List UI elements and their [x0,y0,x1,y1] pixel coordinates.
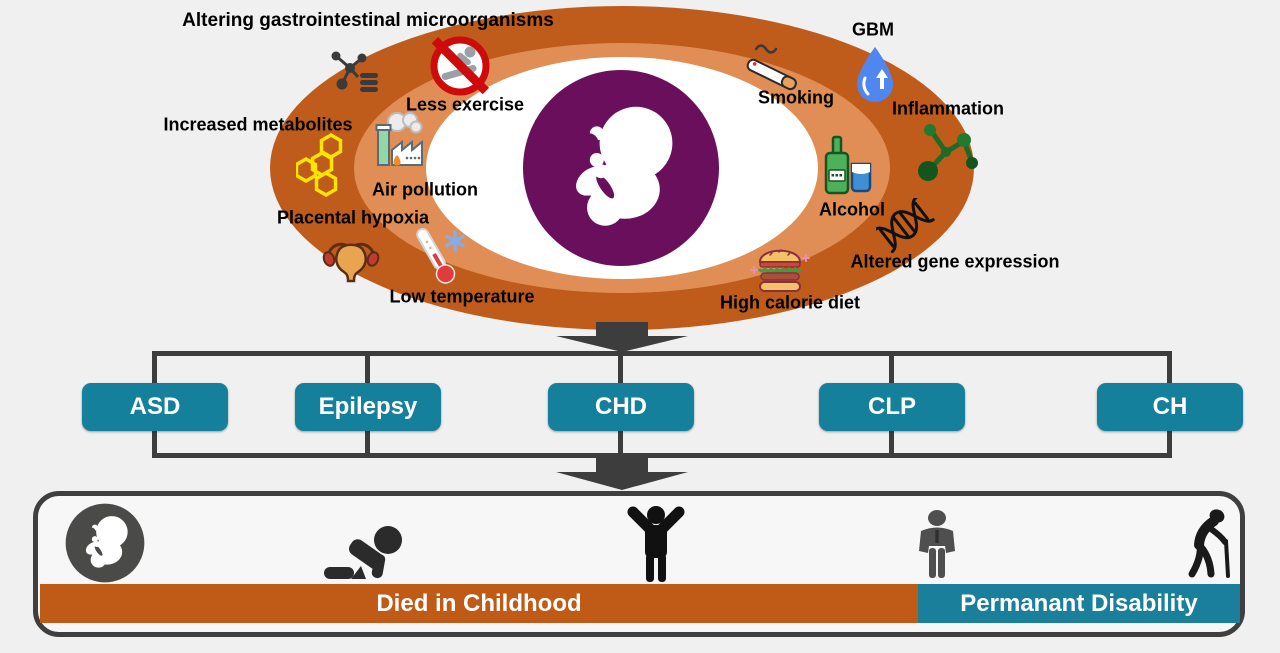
label-inflammation: Inflammation [891,98,1005,119]
connector-bottom-line [152,453,1172,458]
no-exercise-icon [430,36,490,96]
fetus-icon [576,106,673,226]
died-in-childhood-label: Died in Childhood [376,589,582,617]
label-air-pollution: Air pollution [372,179,478,200]
label-less-exercise: Less exercise [405,94,525,115]
label-high-calorie-diet: High calorie diet [719,292,861,313]
label-altered-gene-expression: Altered gene expression [850,251,1060,272]
permanent-disability-label: Permanant Disability [960,589,1198,617]
child-icon [627,506,685,582]
condition-ch: CH [1097,383,1243,431]
label-increased-metabolites: Increased metabolites [163,114,353,135]
arrow-down-bottom [556,456,688,490]
permanent-disability-bar: Permanant Disability [918,584,1240,623]
connector-top-line [152,351,1172,356]
condition-asd: ASD [82,383,228,431]
droplet-icon [857,47,893,102]
metabolites-icon [296,132,343,198]
crawling-baby-icon [324,526,402,579]
label-smoking: Smoking [757,87,835,108]
condition-epilepsy: Epilepsy [295,383,441,431]
arrow-down-top [556,322,688,352]
microbes-icon [331,51,378,92]
fetus-stage-icon [65,503,145,583]
molecule-icon [918,124,978,181]
thermometer-snowflake-icon [416,228,465,284]
factory-icon [375,112,423,166]
condition-clp: CLP [819,383,965,431]
died-in-childhood-bar: Died in Childhood [40,584,918,623]
adult-icon [919,510,955,578]
label-placental-hypoxia: Placental hypoxia [276,207,430,228]
label-altering-gastrointestinal-microorganisms: Altering gastrointestinal microorganisms [182,10,554,31]
burger-icon [750,249,810,292]
elderly-icon [1188,509,1230,578]
dna-icon [876,198,935,254]
label-gbm: GBM [852,19,894,40]
condition-chd: CHD [548,383,694,431]
uterus-icon [322,242,380,283]
label-alcohol: Alcohol [819,199,885,220]
cigarette-icon [746,44,797,91]
label-low-temperature: Low temperature [389,286,535,307]
alcohol-bottle-glass-icon [824,135,872,195]
